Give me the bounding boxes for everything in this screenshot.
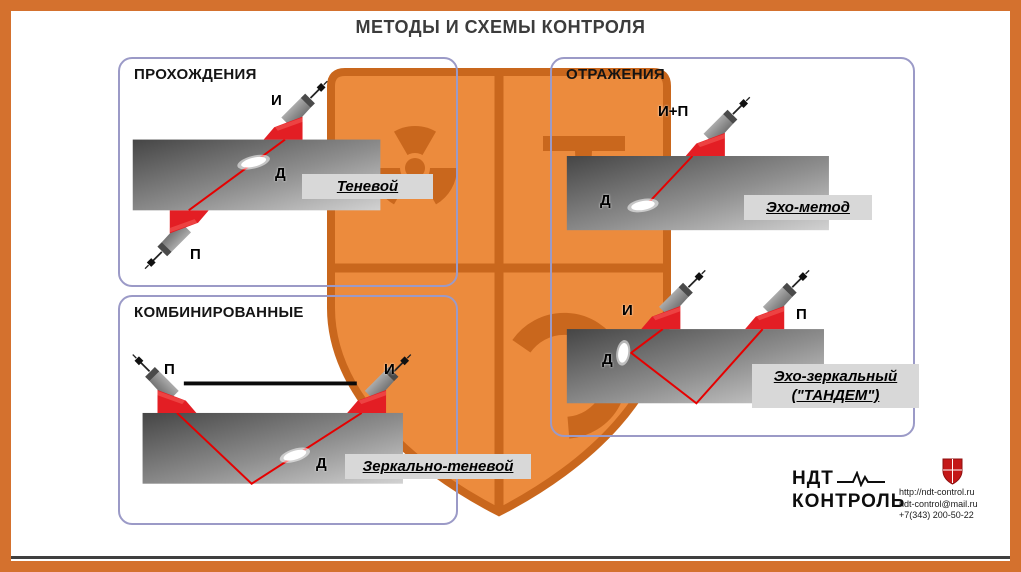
combined-transducer-icon [684, 96, 751, 157]
method-label-echo: Эхо-метод [744, 195, 872, 220]
website-link[interactable]: http://ndt-control.ru [899, 487, 975, 497]
ndt-control-logo: НДТ КОНТРОЛЬ [792, 467, 905, 513]
emitter-transducer-icon [262, 80, 329, 141]
panel-combined: КОМБИНИРОВАННЫЕ П И Д [118, 295, 458, 525]
receiver-label: П [164, 361, 175, 378]
combined-diagram [131, 353, 412, 485]
bottom-divider [11, 556, 1010, 559]
panel-transmission: ПРОХОЖДЕНИЯ И П Д [118, 57, 458, 287]
ultrasound-beam [176, 412, 363, 485]
logo-name-line1: НДТ [792, 468, 834, 489]
logo-name-line2: КОНТРОЛЬ [792, 491, 906, 512]
method-label-mirror-shadow: Зеркально-теневой [345, 454, 531, 479]
defect-label: Д [275, 165, 286, 182]
defect-label: Д [602, 351, 613, 368]
page-title: МЕТОДЫ И СХЕМЫ КОНТРОЛЯ [355, 17, 646, 37]
receiver-label: П [190, 246, 201, 263]
receiver-label: П [796, 306, 807, 323]
combined-transducer-label: И+П [658, 103, 689, 120]
method-label-echo-text: Эхо-метод [766, 199, 850, 216]
defect-mark [616, 340, 631, 366]
emitter-label: И [384, 361, 395, 378]
method-label-shadow: Теневой [302, 174, 433, 199]
contact-block: http://ndt-control.ru ndt-control@mail.r… [899, 458, 1005, 522]
ndt-logo-shield-icon [942, 458, 962, 485]
panel-reflection-heading: ОТРАЖЕНИЯ [566, 66, 666, 83]
emitter-label: И [622, 302, 633, 319]
ultrasound-beam [188, 138, 286, 212]
panel-combined-heading: КОМБИНИРОВАННЫЕ [134, 304, 304, 321]
emitter-transducer-icon [640, 269, 707, 330]
method-label-tandem-line2: ("ТАНДЕМ") [791, 387, 880, 404]
transmission-diagram [132, 80, 381, 270]
ultrasound-beam [646, 155, 694, 206]
method-label-shadow-text: Теневой [336, 178, 399, 195]
email-link[interactable]: ndt-control@mail.ru [899, 498, 978, 509]
defect-mark [279, 447, 311, 463]
panel-transmission-heading: ПРОХОЖДЕНИЯ [134, 66, 257, 83]
defect-mark [237, 154, 270, 170]
panel-reflection: ОТРАЖЕНИЯ И+П Д И П Д [550, 57, 915, 437]
pulse-line-icon [836, 470, 885, 487]
phone-number: +7(343) 200-50-22 [899, 510, 974, 520]
method-label-mirror-shadow-text: Зеркально-теневой [362, 458, 514, 475]
method-label-tandem-line1: Эхо-зеркальный [773, 368, 898, 385]
defect-label: Д [600, 192, 611, 209]
defect-mark [627, 198, 659, 213]
method-label-tandem: Эхо-зеркальный ("ТАНДЕМ") [752, 364, 919, 408]
ultrasound-beam [629, 328, 764, 405]
emitter-label: И [271, 92, 282, 109]
defect-label: Д [316, 455, 327, 472]
